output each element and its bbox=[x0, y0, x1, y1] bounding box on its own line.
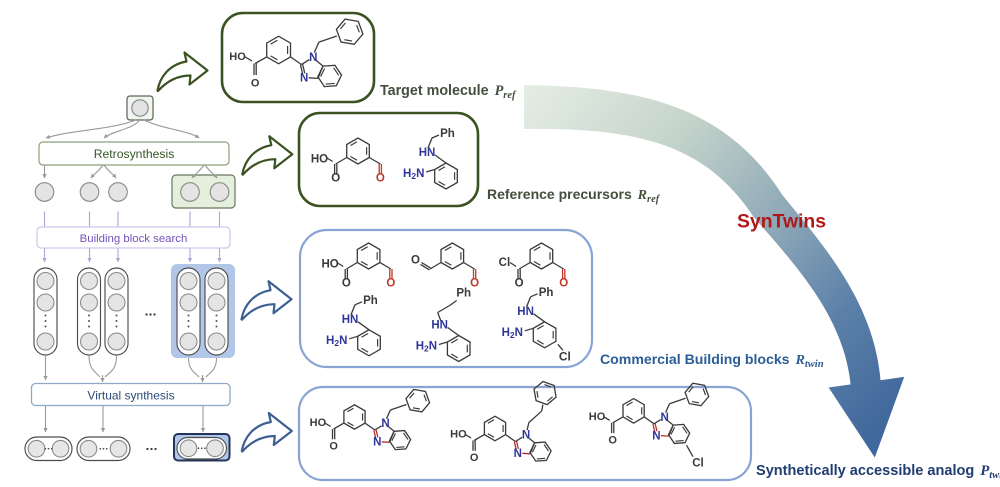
svg-text:Commercial Building blocks Rtw: Commercial Building blocks Rtwin bbox=[600, 351, 824, 370]
svg-text:Cl: Cl bbox=[692, 458, 704, 470]
svg-text:N: N bbox=[381, 418, 389, 430]
svg-text:O: O bbox=[470, 278, 479, 290]
svg-text:N: N bbox=[522, 430, 530, 442]
svg-text:Building block search: Building block search bbox=[80, 233, 188, 245]
svg-text:HN: HN bbox=[517, 306, 534, 318]
svg-text:O: O bbox=[411, 255, 420, 267]
svg-text:O: O bbox=[329, 441, 338, 453]
svg-text:O: O bbox=[515, 278, 524, 290]
svg-text:HO: HO bbox=[589, 411, 606, 423]
svg-text:HO: HO bbox=[321, 259, 338, 271]
svg-text:Cl: Cl bbox=[499, 257, 511, 269]
svg-text:Ph: Ph bbox=[363, 295, 378, 307]
svg-text:HO: HO bbox=[450, 429, 467, 441]
svg-text:N: N bbox=[660, 412, 668, 424]
svg-text:O: O bbox=[608, 434, 617, 446]
svg-text:O: O bbox=[386, 278, 395, 290]
svg-text:HN: HN bbox=[419, 147, 436, 159]
svg-text:Target molecule Pref: Target molecule Pref bbox=[380, 83, 517, 101]
svg-text:HN: HN bbox=[342, 314, 359, 326]
svg-text:Cl: Cl bbox=[559, 349, 571, 363]
svg-text:HO: HO bbox=[311, 154, 328, 166]
svg-text:N: N bbox=[373, 437, 381, 449]
svg-text:H2N: H2N bbox=[403, 168, 424, 181]
svg-text:N: N bbox=[652, 430, 660, 442]
svg-text:O: O bbox=[251, 78, 260, 90]
svg-text:Reference precursors Rref: Reference precursors Rref bbox=[487, 186, 661, 205]
svg-text:Synthetically accessible analo: Synthetically accessible analog Ptwin bbox=[756, 463, 1000, 481]
svg-text:H2N: H2N bbox=[416, 341, 437, 354]
svg-text:Ph: Ph bbox=[456, 288, 471, 300]
svg-text:O: O bbox=[559, 278, 568, 290]
svg-text:Ph: Ph bbox=[539, 287, 554, 299]
svg-text:HN: HN bbox=[431, 320, 448, 332]
svg-text:N: N bbox=[300, 73, 308, 85]
svg-text:Retrosynthesis: Retrosynthesis bbox=[94, 147, 175, 161]
svg-text:O: O bbox=[331, 173, 340, 185]
svg-text:O: O bbox=[342, 278, 351, 290]
svg-text:HO: HO bbox=[310, 417, 327, 429]
svg-text:SynTwins: SynTwins bbox=[737, 211, 826, 233]
svg-text:Ph: Ph bbox=[440, 128, 455, 140]
svg-text:O: O bbox=[376, 173, 385, 185]
svg-text:HO: HO bbox=[229, 51, 246, 63]
svg-text:H2N: H2N bbox=[326, 335, 347, 348]
svg-text:N: N bbox=[309, 52, 317, 64]
svg-text:Virtual synthesis: Virtual synthesis bbox=[87, 389, 174, 403]
svg-text:N: N bbox=[514, 448, 522, 460]
svg-text:H2N: H2N bbox=[502, 327, 523, 340]
svg-text:O: O bbox=[470, 452, 479, 464]
